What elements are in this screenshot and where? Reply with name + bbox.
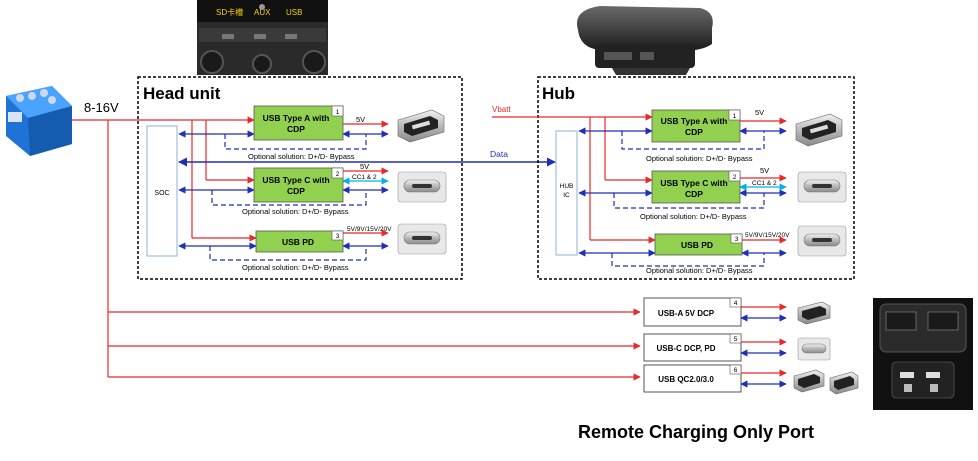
bypass-note: Optional solution: D+/D- Bypass [640, 212, 747, 221]
aux-label: AUX [254, 8, 271, 17]
head-unit-title: Head unit [143, 84, 221, 103]
block-label: CDP [287, 186, 305, 196]
remote-usb-qc-image [793, 369, 859, 395]
hub-ic-label: HUB [560, 183, 574, 190]
block-label: USB Type A with [263, 113, 330, 123]
output-voltage: 5V/9V/15V/20V [745, 232, 790, 239]
hub-block-usb-pd: 3 USB PD [654, 233, 743, 256]
block-label: USB Type C with [660, 178, 727, 188]
head-block-usb-pd: 3 USB PD [255, 230, 344, 253]
armrest-photo [576, 6, 713, 75]
bypass-note: Optional solution: D+/D- Bypass [242, 263, 349, 272]
cc-label: CC1 & 2 [752, 180, 777, 187]
block-index: 1 [733, 113, 737, 120]
sd-slot-label: SD卡槽 [216, 7, 243, 17]
block-index: 3 [336, 233, 340, 240]
port-index: 5 [734, 336, 738, 343]
hub: Hub Vbatt HUB IC [492, 76, 855, 280]
car-console-photo: SD卡槽 AUX USB [197, 0, 328, 75]
block-index: 3 [735, 236, 739, 243]
output-voltage: 5V [760, 166, 769, 175]
remote-port-usb-a-dcp: 4 USB-A 5V DCP [643, 297, 742, 327]
bypass-note: Optional solution: D+/D- Bypass [646, 266, 753, 275]
output-voltage: 5V [360, 162, 369, 171]
block-index: 1 [336, 109, 340, 116]
usb-pd-connector-image [397, 223, 447, 255]
data-label: Data [490, 149, 508, 159]
block-label: USB PD [681, 240, 713, 250]
remote-port-usb-c-dcp-pd: 5 USB-C DCP, PD [643, 333, 742, 362]
head-unit: Head unit SOC [137, 76, 463, 280]
hub-block-usb-c: 2 USB Type C with CDP [651, 170, 741, 204]
output-voltage: 5V/9V/15V/20V [347, 226, 392, 233]
supply-rails [72, 119, 641, 381]
supply-voltage: 8-16V [84, 100, 119, 115]
soc-label: SOC [154, 190, 169, 197]
block-label: CDP [685, 189, 703, 199]
usb-a-connector-image [397, 109, 445, 143]
block-index: 2 [733, 174, 737, 181]
block-label: USB PD [282, 237, 314, 247]
block-label: CDP [685, 127, 703, 137]
output-voltage: 5V [755, 108, 764, 117]
block-label: USB Type A with [661, 116, 728, 126]
remote-port-usb-qc: 6 USB QC2.0/3.0 [643, 364, 742, 393]
remote-usb-c-image [797, 337, 831, 361]
block-label: CDP [287, 124, 305, 134]
remote-charging-title: Remote Charging Only Port [578, 422, 814, 442]
bypass-note: Optional solution: D+/D- Bypass [646, 154, 753, 163]
output-voltage: 5V [356, 115, 365, 124]
port-label: USB-C DCP, PD [657, 344, 716, 353]
bypass-note: Optional solution: D+/D- Bypass [242, 207, 349, 216]
head-block-usb-a: 1 USB Type A with CDP [253, 105, 344, 141]
head-block-usb-c: 2 USB Type C with CDP [253, 167, 344, 203]
remote-usb-a-image [797, 301, 831, 325]
port-index: 4 [734, 300, 738, 307]
bypass-note: Optional solution: D+/D- Bypass [248, 152, 355, 161]
hub-block-usb-a: 1 USB Type A with CDP [651, 109, 741, 143]
usb-c-connector-image [797, 171, 847, 203]
block-index: 2 [336, 171, 340, 178]
cc-label: CC1 & 2 [352, 174, 377, 181]
port-label: USB QC2.0/3.0 [658, 375, 714, 384]
port-label: USB-A 5V DCP [658, 309, 715, 318]
vbatt-label: Vbatt [492, 105, 511, 114]
hub-title: Hub [542, 84, 575, 103]
usb-a-connector-image [795, 113, 843, 147]
battery-image [6, 86, 72, 156]
hub-ic-label: IC [563, 192, 570, 199]
usb-pd-connector-image [797, 225, 847, 257]
usb-c-connector-image [397, 171, 447, 203]
port-index: 6 [734, 367, 738, 374]
block-label: USB Type C with [262, 175, 329, 185]
hub-ic-block [555, 130, 578, 256]
rear-console-photo [873, 298, 973, 410]
usb-label: USB [286, 8, 302, 17]
soc-block [146, 125, 178, 257]
